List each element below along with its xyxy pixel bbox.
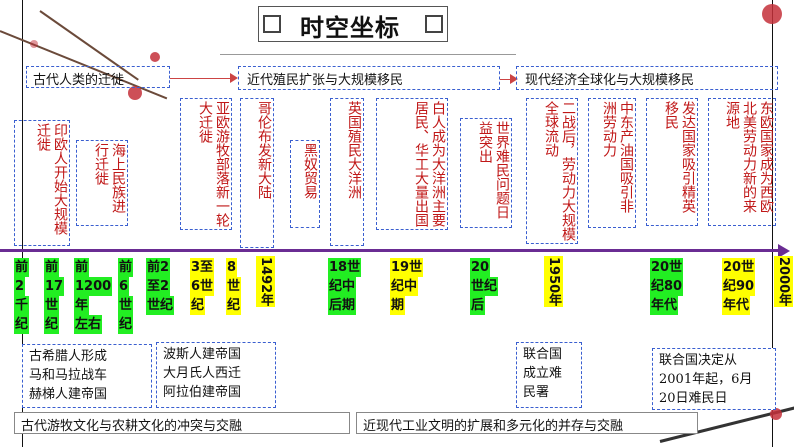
event-box: 黑奴贸易 — [290, 140, 320, 228]
page-title: 时空坐标 — [300, 14, 400, 42]
title-frame — [258, 6, 448, 42]
event-box: 二战后，劳动力大规模全球流动 — [526, 98, 578, 244]
era-ancient: 古代人类的迁徙 — [26, 66, 170, 88]
blossom-decoration-topright — [740, 0, 794, 40]
event-box: 印欧人开始大规模迁徙 — [14, 120, 70, 246]
event-box: 海上民族进行迁徙 — [76, 140, 128, 226]
event-box: 东欧国家成为西欧北美劳动力新的来源地 — [708, 98, 776, 226]
era-contemporary-globalization: 现代经济全球化与大规模移民 — [516, 66, 778, 90]
lower-event-box: 波斯人建帝国大月氏人西迁阿拉伯建帝国 — [156, 342, 276, 408]
frame-right-line — [772, 0, 773, 447]
date-label: 19世纪中期 — [390, 258, 424, 315]
lower-event-box: 古希腊人形成马和马拉战车赫梯人建帝国 — [22, 344, 152, 408]
title-underline — [220, 54, 516, 55]
blossom-decoration-topleft — [0, 0, 200, 110]
bottom-label-modern: 近现代工业文明的扩展和多元化的并存与交融 — [356, 412, 698, 434]
era-modern-colonial: 近代殖民扩张与大规模移民 — [238, 66, 500, 90]
event-box: 发达国家吸引精英移民 — [646, 98, 698, 226]
era-arrow-1-line — [170, 78, 232, 79]
event-box: 哥伦布发新大陆 — [240, 98, 274, 248]
date-label-2000: 2000年 — [774, 256, 793, 308]
event-box: 白人成为大洋洲主要居民、华工大量出国 — [376, 98, 448, 230]
event-box: 世界难民问题日益突出 — [460, 118, 512, 228]
bottom-label-ancient: 古代游牧文化与农耕文化的冲突与交融 — [14, 412, 350, 434]
event-box: 英国殖民大洋洲 — [330, 98, 364, 246]
date-label-1492: 1492年 — [256, 256, 275, 308]
event-box: 亚欧游牧部落新一轮大迁徙 — [180, 98, 232, 230]
frame-left-line — [22, 0, 23, 447]
date-label: 18世纪中后期 — [328, 258, 362, 315]
timeline-axis — [0, 249, 780, 252]
date-label-1950: 1950年 — [544, 256, 563, 308]
timeline-arrow-head — [778, 244, 790, 258]
era-arrow-2-line — [500, 79, 512, 80]
lower-event-box: 联合国成立难民署 — [516, 342, 582, 408]
era-arrow-2-head — [510, 74, 518, 84]
era-arrow-1-head — [230, 73, 238, 83]
event-box: 中东产油国吸引非洲劳动力 — [588, 98, 636, 228]
